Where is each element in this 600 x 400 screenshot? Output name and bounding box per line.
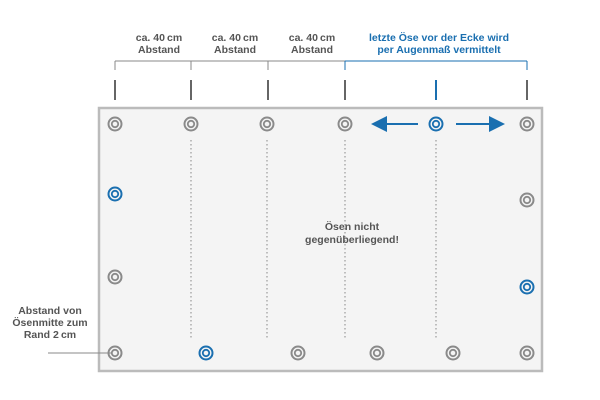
pointer-ticks [114, 80, 528, 100]
dotted-guides [190, 140, 437, 340]
edge-note-line2: Ösenmitte zum [12, 316, 87, 329]
eyelets [107, 116, 535, 361]
edge-note-line3: Rand 2 cm [24, 329, 76, 341]
center-note: Ösen nicht gegenüberliegend! [305, 220, 399, 246]
eyelet-icon [519, 345, 535, 361]
eyelet-icon [107, 269, 123, 285]
edge-note-line1: Abstand von [18, 305, 82, 317]
eyelet-icon [519, 279, 535, 295]
edge-distance-note: Abstand von Ösenmitte zum Rand 2 cm [12, 305, 87, 341]
center-note-line1: Ösen nicht [325, 220, 380, 233]
eyelet-icon [519, 192, 535, 208]
spacing-label: ca. 40 cm Abstand [212, 32, 258, 56]
spacing-label-line2: Abstand [214, 44, 256, 56]
eyelet-icon [428, 116, 444, 132]
center-note-line2: gegenüberliegend! [305, 234, 399, 246]
last-eyelet-note-line1: letzte Öse vor der Ecke wird [369, 31, 509, 44]
eyelet-icon [445, 345, 461, 361]
eyelet-icon [107, 116, 123, 132]
eyelet-icon [107, 186, 123, 202]
eyelet-icon [519, 116, 535, 132]
eyelet-icon [198, 345, 214, 361]
dimension-ruler [114, 60, 528, 70]
spacing-label: ca. 40 cm Abstand [289, 32, 335, 56]
spacing-label-line1: ca. 40 cm [136, 32, 182, 44]
eyelet-icon [107, 345, 123, 361]
eyelet-icon [369, 345, 385, 361]
eyelet-icon [259, 116, 275, 132]
eyelet-icon [337, 116, 353, 132]
spacing-label-line1: ca. 40 cm [212, 32, 258, 44]
spacing-label-line2: Abstand [291, 44, 333, 56]
tarpaulin-sheet [97, 106, 544, 373]
spacing-label: ca. 40 cm Abstand [136, 32, 182, 56]
eyelet-icon [183, 116, 199, 132]
last-eyelet-note-line2: per Augenmaß vermittelt [377, 44, 501, 56]
spacing-label-line1: ca. 40 cm [289, 32, 335, 44]
last-eyelet-note: letzte Öse vor der Ecke wird per Augenma… [369, 31, 509, 56]
eyelet-icon [290, 345, 306, 361]
spacing-label-line2: Abstand [138, 44, 180, 56]
